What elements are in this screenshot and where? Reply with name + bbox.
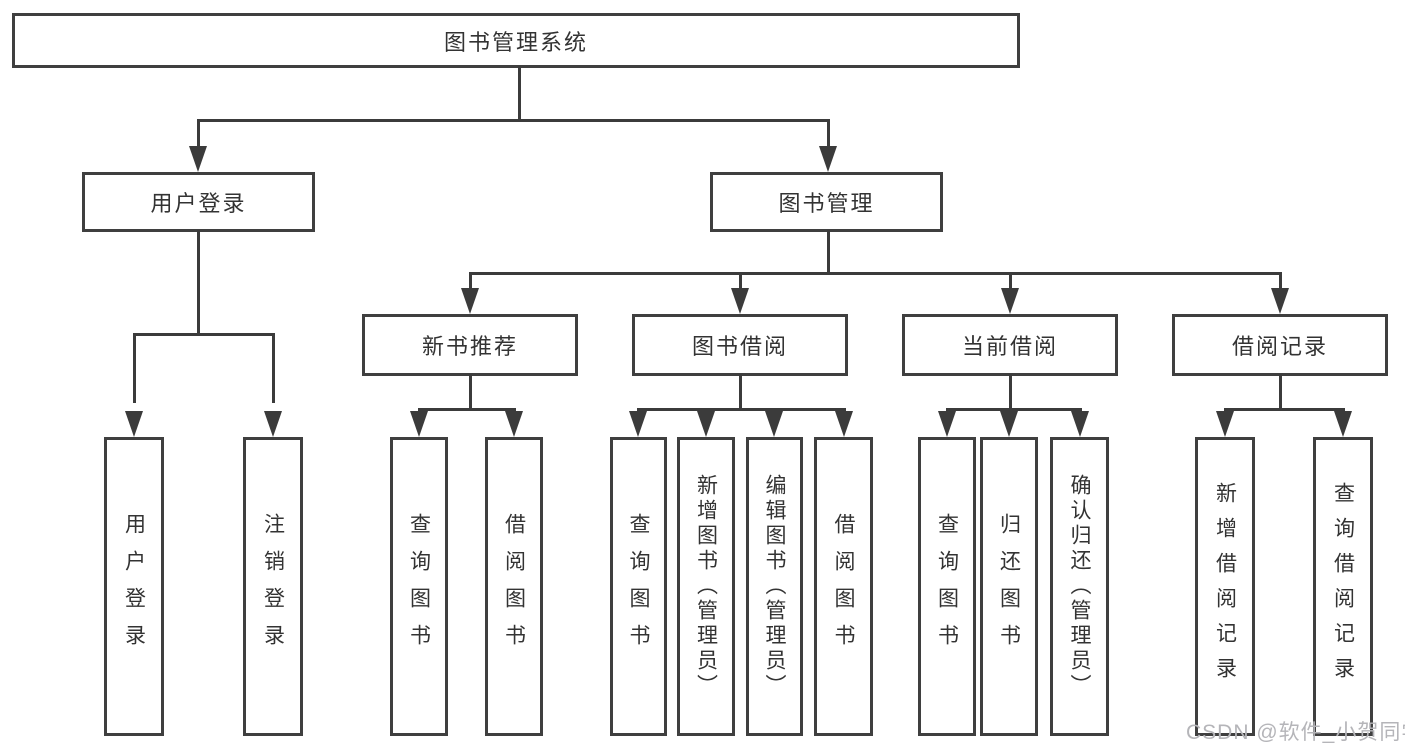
- node-label: 借阅图书: [502, 512, 526, 661]
- leaf-node-borrow-books: 借阅图书: [814, 437, 873, 736]
- arrowhead-down-icon: [938, 411, 956, 437]
- connector-line: [518, 66, 521, 121]
- node-label: 借阅记录: [1231, 334, 1328, 359]
- node-book-borrowing: 图书借阅: [632, 314, 848, 376]
- leaf-node-user-login: 用户登录: [104, 437, 164, 736]
- node-user-login: 用户登录: [82, 172, 315, 232]
- node-label: 查询图书: [627, 512, 650, 661]
- node-label: 用户登录: [150, 191, 247, 216]
- leaf-node-confirm-return-admin: 确认归还（管理员）: [1050, 437, 1109, 736]
- node-book-management: 图书管理: [710, 172, 943, 232]
- csdn-watermark: CSDN @软件_小贺同学: [1186, 721, 1405, 744]
- node-label: 当前借阅: [961, 334, 1058, 359]
- arrowhead-down-icon: [189, 146, 207, 172]
- arrowhead-down-icon: [1001, 288, 1019, 314]
- arrowhead-down-icon: [1000, 411, 1018, 437]
- connector-line: [133, 333, 275, 336]
- connector-line: [827, 230, 830, 274]
- arrowhead-down-icon: [765, 411, 783, 437]
- arrowhead-down-icon: [731, 288, 749, 314]
- connector-line: [469, 272, 472, 300]
- leaf-node-logout: 注销登录: [243, 437, 303, 736]
- arrowhead-down-icon: [264, 411, 282, 437]
- node-label: 查询借阅记录: [1331, 481, 1355, 692]
- arrowhead-down-icon: [1216, 411, 1234, 437]
- connector-line: [197, 230, 200, 336]
- leaf-node-query-books: 查询图书: [610, 437, 667, 736]
- connector-line: [946, 408, 1082, 411]
- arrowhead-down-icon: [697, 411, 715, 437]
- arrowhead-down-icon: [819, 146, 837, 172]
- leaf-node-query-borrow-record: 查询借阅记录: [1313, 437, 1373, 736]
- arrowhead-down-icon: [505, 411, 523, 437]
- node-label: 用户登录: [122, 512, 146, 661]
- node-label: 新增借阅记录: [1213, 481, 1237, 692]
- connector-line: [197, 119, 200, 152]
- leaf-node-add-borrow-record: 新增借阅记录: [1195, 437, 1255, 736]
- connector-line: [469, 374, 472, 410]
- connector-line: [827, 119, 830, 152]
- node-label: 查询图书: [407, 512, 431, 661]
- leaf-node-edit-books-admin: 编辑图书（管理员）: [746, 437, 803, 736]
- node-label: 借阅图书: [832, 512, 855, 661]
- arrowhead-down-icon: [125, 411, 143, 437]
- node-current-borrowing: 当前借阅: [902, 314, 1118, 376]
- arrowhead-down-icon: [629, 411, 647, 437]
- connector-line: [418, 408, 516, 411]
- arrowhead-down-icon: [1071, 411, 1089, 437]
- connector-line: [1009, 374, 1012, 410]
- arrowhead-down-icon: [1334, 411, 1352, 437]
- arrowhead-down-icon: [1271, 288, 1289, 314]
- node-label: 图书管理系统: [443, 29, 588, 55]
- connector-line: [1224, 408, 1345, 411]
- node-label: 图书借阅: [691, 334, 788, 359]
- connector-line: [739, 272, 742, 300]
- node-label: 新增图书（管理员）: [694, 474, 718, 699]
- connector-line: [272, 333, 275, 403]
- connector-line: [133, 333, 136, 403]
- leaf-node-return-books: 归还图书: [980, 437, 1038, 736]
- node-label: 查询图书: [935, 512, 959, 661]
- connector-line: [1279, 374, 1282, 410]
- node-label: 编辑图书（管理员）: [763, 474, 786, 699]
- node-label: 确认归还（管理员）: [1068, 474, 1091, 699]
- leaf-node-query-books: 查询图书: [390, 437, 448, 736]
- connector-line: [197, 119, 830, 122]
- node-borrowing-records: 借阅记录: [1172, 314, 1388, 376]
- arrowhead-down-icon: [461, 288, 479, 314]
- node-library-management-system: 图书管理系统: [12, 13, 1020, 68]
- leaf-node-borrow-books: 借阅图书: [485, 437, 543, 736]
- connector-line: [1009, 272, 1012, 300]
- arrowhead-down-icon: [410, 411, 428, 437]
- node-new-book-recommendation: 新书推荐: [362, 314, 578, 376]
- node-label: 图书管理: [778, 191, 875, 216]
- connector-line: [1279, 272, 1282, 300]
- node-label: 归还图书: [997, 512, 1021, 661]
- connector-line: [469, 272, 1282, 275]
- arrowhead-down-icon: [835, 411, 853, 437]
- node-label: 新书推荐: [421, 334, 518, 359]
- connector-line: [739, 374, 742, 410]
- leaf-node-add-books-admin: 新增图书（管理员）: [677, 437, 735, 736]
- leaf-node-query-books: 查询图书: [918, 437, 976, 736]
- connector-line: [637, 408, 846, 411]
- node-label: 注销登录: [261, 512, 285, 661]
